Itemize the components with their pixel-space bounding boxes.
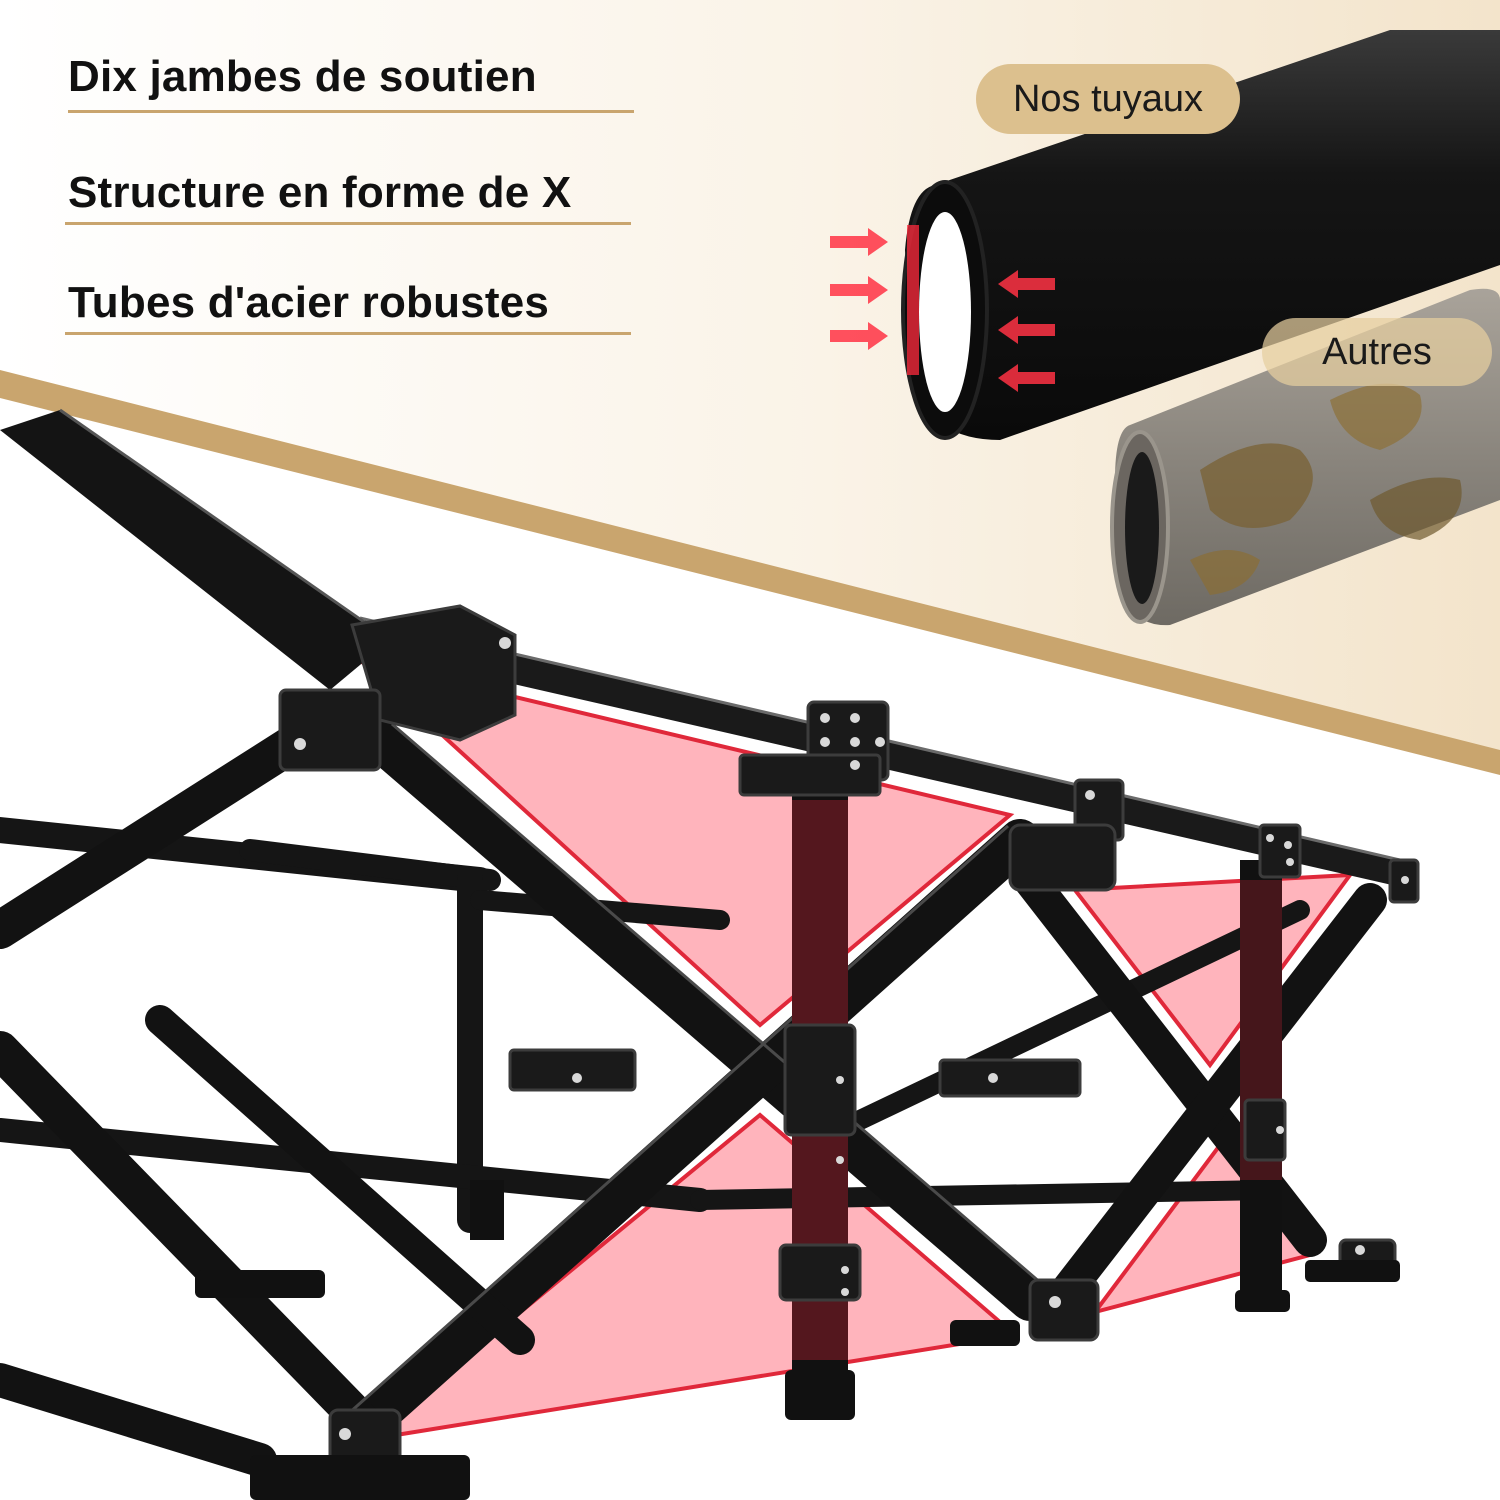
pressure-arrows-right (998, 270, 1055, 392)
feature-title-x-structure: Structure en forme de X (68, 168, 572, 217)
our-pipes-label: Nos tuyaux (976, 64, 1240, 134)
bolts (294, 637, 1409, 1440)
feature-title-support-legs: Dix jambes de soutien (68, 52, 537, 101)
others-label: Autres (1262, 318, 1492, 386)
our-tube (901, 30, 1500, 440)
feature-underline (65, 332, 631, 335)
feature-underline (68, 110, 634, 113)
feature-underline (65, 222, 631, 225)
gold-diagonal-band (0, 370, 1500, 775)
feature-title-steel-tubes: Tubes d'acier robustes (68, 278, 550, 327)
bed-frame (0, 408, 1420, 1500)
feet (195, 1260, 1400, 1500)
pressure-arrows-left (830, 228, 888, 350)
